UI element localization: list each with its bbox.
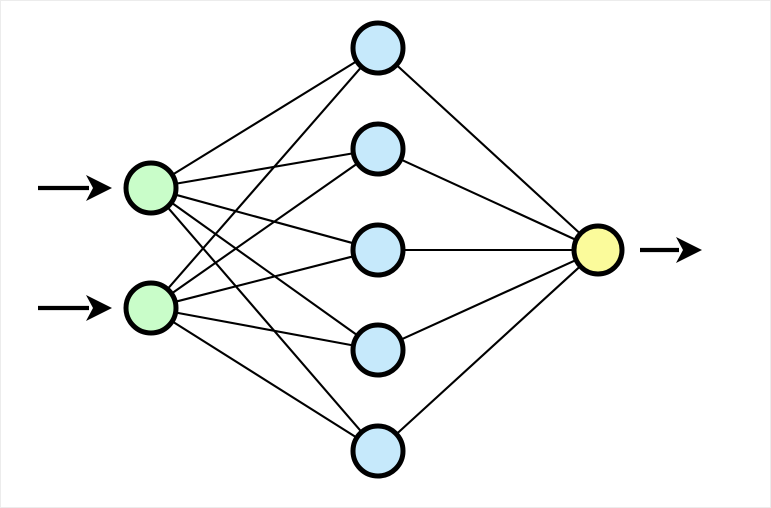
edge-i2-h4 bbox=[173, 311, 356, 347]
arrows-group bbox=[38, 175, 702, 321]
edge-i2-h3 bbox=[172, 254, 357, 304]
edge-i1-h2 bbox=[173, 151, 356, 186]
nodes-group bbox=[123, 20, 625, 479]
input-arrow-2-head bbox=[86, 295, 112, 321]
edges-group bbox=[165, 59, 583, 440]
hidden-node-5[interactable] bbox=[350, 423, 406, 479]
edge-i2-h5 bbox=[169, 319, 360, 440]
edge-h4-o1 bbox=[398, 258, 579, 342]
hidden-node-1[interactable] bbox=[350, 20, 406, 76]
input-arrow-1 bbox=[38, 175, 112, 201]
input-arrow-2 bbox=[38, 295, 112, 321]
edge-h5-o1 bbox=[394, 264, 583, 437]
output-arrow-1-head bbox=[676, 237, 702, 263]
edge-h1-o1 bbox=[394, 62, 583, 236]
input-arrow-1-head bbox=[86, 175, 112, 201]
output-node-1[interactable] bbox=[571, 223, 625, 277]
output-arrow-1 bbox=[640, 237, 702, 263]
input-node-1[interactable] bbox=[123, 160, 179, 216]
edge-i1-h3 bbox=[172, 193, 357, 245]
hidden-node-3[interactable] bbox=[350, 222, 406, 278]
edge-i1-h4 bbox=[169, 200, 360, 338]
hidden-node-2[interactable] bbox=[350, 121, 406, 177]
edge-i1-h1 bbox=[169, 59, 360, 177]
edge-i2-h2 bbox=[169, 161, 360, 296]
hidden-node-4[interactable] bbox=[350, 322, 406, 378]
edge-i2-h1 bbox=[165, 64, 364, 292]
input-node-2[interactable] bbox=[123, 280, 179, 336]
edge-i1-h5 bbox=[165, 204, 364, 435]
edge-h2-o1 bbox=[398, 157, 579, 242]
